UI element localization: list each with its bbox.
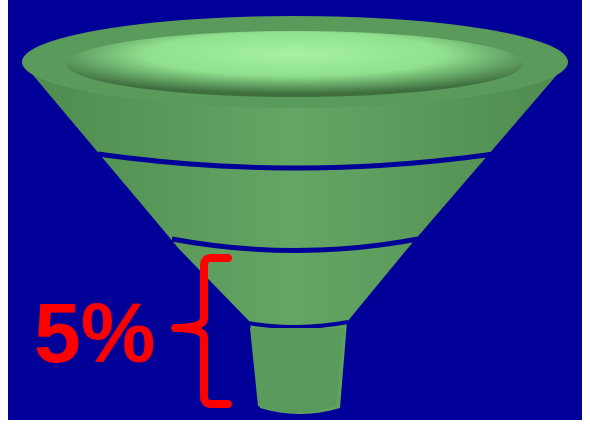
funnel-opening xyxy=(67,31,523,97)
percent-label: 5% xyxy=(34,286,155,380)
funnel-body xyxy=(22,26,568,414)
funnel-band-divider-3 xyxy=(241,320,349,329)
funnel-band-divider-2 xyxy=(171,236,419,253)
annotation-brace xyxy=(171,254,232,408)
funnel-band-divider-1 xyxy=(97,151,495,171)
funnel-spout xyxy=(250,328,344,413)
